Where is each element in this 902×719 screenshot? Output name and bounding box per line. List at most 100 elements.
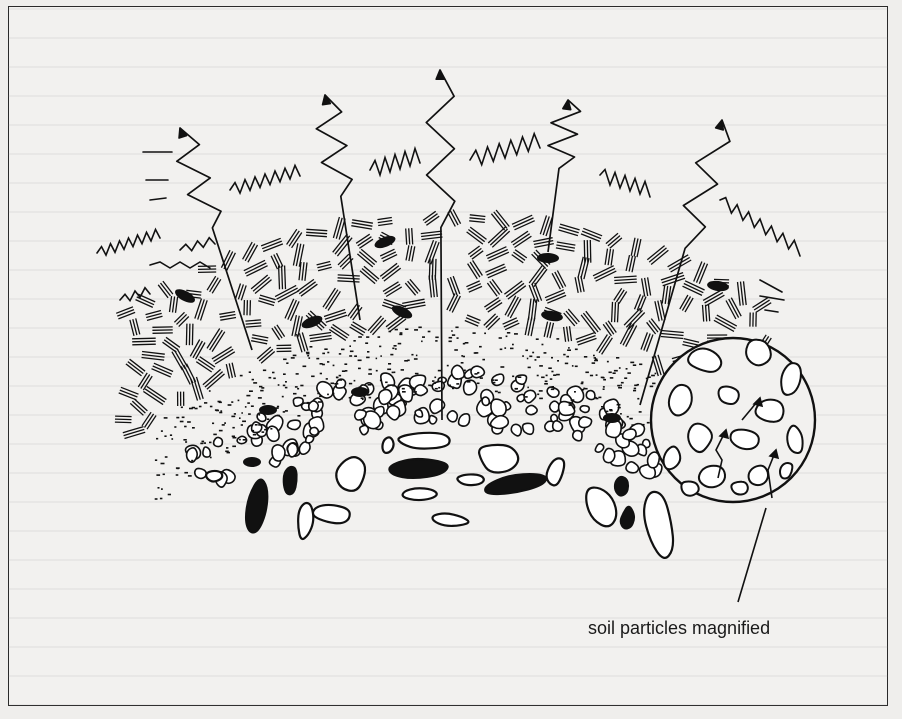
hatch-stroke [559, 227, 579, 233]
hatch-stroke [377, 218, 391, 220]
gravel-pebble [550, 401, 559, 412]
sand-grain [332, 393, 334, 395]
sand-grain [556, 338, 559, 340]
sand-grain [605, 411, 608, 413]
magnified-particle [780, 463, 792, 478]
gravel-pebble [626, 462, 639, 473]
sand-grain [199, 406, 202, 408]
sand-grain [234, 413, 236, 415]
gravel-pebble [288, 443, 298, 457]
hatch-stroke [277, 325, 285, 337]
sand-grain [413, 391, 417, 393]
sand-grain [349, 355, 352, 357]
hatch-stroke [324, 310, 345, 317]
hatch-stroke [132, 344, 156, 345]
hatch-stroke [615, 282, 637, 283]
sand-grain [349, 345, 351, 347]
sand-grain [316, 358, 319, 360]
hatch-stroke [651, 250, 668, 264]
hatch-stroke [189, 324, 190, 346]
rock [547, 458, 565, 485]
sand-grain [306, 352, 310, 354]
sand-grain [369, 369, 372, 371]
sand-grain [362, 399, 364, 401]
sand-grain [369, 397, 372, 399]
sand-grain [326, 378, 328, 380]
sand-grain [607, 361, 609, 363]
sand-grain [322, 364, 325, 366]
sand-grain [527, 387, 529, 389]
gravel-pebble [511, 424, 521, 436]
sand-grain [574, 391, 576, 393]
hatch-stroke [120, 390, 138, 397]
hatch-stroke [115, 422, 131, 423]
sand-grain [165, 456, 168, 458]
sand-grain [358, 336, 362, 338]
hatch-stroke [132, 341, 156, 342]
sand-grain [331, 383, 335, 385]
sand-grain [452, 334, 455, 336]
dark-rock [284, 467, 297, 494]
hatch-stroke [406, 229, 407, 245]
sand-grain [434, 377, 436, 379]
hatch-stroke [142, 352, 165, 355]
sand-grain [252, 379, 254, 381]
sand-grain [477, 383, 480, 385]
sand-grain [498, 392, 501, 394]
hatch-stroke [641, 332, 647, 349]
sand-grain [474, 352, 477, 354]
hatch-stroke [309, 333, 331, 336]
hatch-stroke [212, 332, 225, 352]
organic-lump [537, 253, 559, 263]
hatch-stroke [448, 212, 456, 226]
sand-grain [569, 404, 573, 406]
sand-grain [195, 408, 198, 410]
sand-grain [255, 424, 258, 426]
sand-grain [260, 390, 263, 392]
rock [382, 437, 393, 453]
rock [336, 457, 365, 491]
sand-grain [506, 336, 508, 338]
sand-grain [177, 468, 180, 470]
sand-grain [368, 373, 372, 375]
sand-grain [402, 391, 406, 393]
sand-grain [222, 424, 225, 426]
sand-grain [399, 334, 402, 336]
hatch-stroke [608, 249, 610, 265]
hatch-stroke [219, 312, 235, 315]
hatch-stroke [614, 288, 622, 300]
dark-rock [246, 480, 267, 533]
hatch-stroke [557, 242, 576, 245]
hatch-stroke [383, 255, 397, 262]
magnified-particle [749, 466, 768, 485]
hatch-stroke [118, 312, 135, 319]
sand-grain [324, 348, 327, 350]
hatch-stroke [575, 277, 578, 293]
hatch-stroke [611, 249, 613, 265]
sand-grain [327, 352, 329, 354]
sand-grain [395, 348, 397, 350]
hatch-stroke [232, 363, 235, 377]
sand-grain [380, 355, 382, 357]
hatch-stroke [448, 278, 455, 296]
sand-grain [405, 328, 408, 330]
sand-grain [395, 329, 398, 331]
sand-grain [609, 372, 612, 374]
sand-grain [532, 352, 534, 354]
hatch-stroke [186, 290, 201, 292]
sand-grain [183, 439, 186, 441]
hatch-stroke [558, 230, 578, 236]
hatch-stroke [252, 338, 268, 341]
hatch-stroke [469, 286, 482, 292]
sand-grain [621, 382, 624, 384]
sand-grain [285, 381, 287, 383]
sand-grain [219, 412, 222, 414]
hatch-stroke [338, 278, 360, 279]
hatch-stroke [142, 355, 165, 358]
sand-grain [336, 377, 338, 379]
gravel-pebble [579, 417, 592, 428]
hatch-stroke [540, 215, 546, 234]
sand-grain [239, 439, 241, 441]
sand-grain [349, 383, 352, 385]
magnified-particle [681, 482, 698, 496]
